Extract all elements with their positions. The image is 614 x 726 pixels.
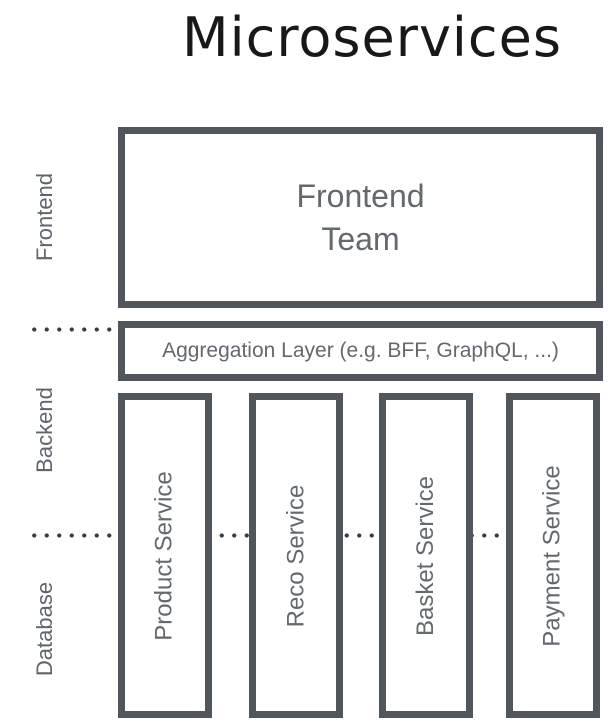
lane-label-backend: Backend: [32, 387, 57, 473]
aggregation-layer-box: Aggregation Layer (e.g. BFF, GraphQL, ..…: [118, 321, 603, 381]
lane-label-frontend: Frontend: [32, 172, 57, 262]
service-label-product: Product Service: [151, 470, 178, 641]
diagram-title: Microservices: [182, 6, 562, 69]
frontend-team-label: Frontend Team: [296, 178, 425, 257]
service-box-basket: Basket Service: [379, 393, 473, 718]
service-label-payment: Payment Service: [539, 464, 566, 647]
service-box-reco: Reco Service: [249, 393, 343, 718]
service-label-basket: Basket Service: [412, 475, 440, 636]
frontend-team-box: Frontend Team: [118, 127, 603, 308]
service-box-payment: Payment Service: [506, 393, 600, 718]
aggregation-layer-label: Aggregation Layer (e.g. BFF, GraphQL, ..…: [162, 339, 559, 362]
service-box-product: Product Service: [118, 393, 212, 718]
lane-label-database: Database: [32, 581, 57, 677]
service-label-reco: Reco Service: [282, 484, 310, 627]
